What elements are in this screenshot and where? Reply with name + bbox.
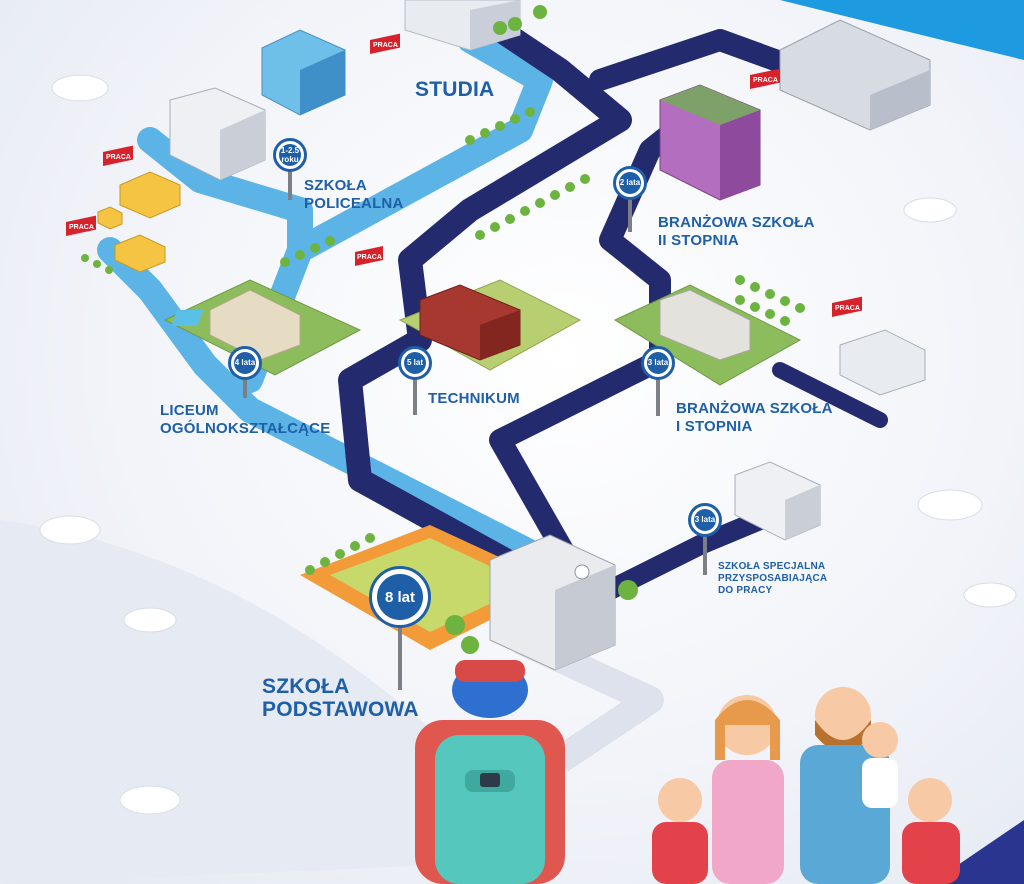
praca-signs: PRACA PRACA PRACA PRACA PRACA PRACA	[66, 33, 862, 317]
sign-branzowa-2: 2 lata	[613, 166, 647, 200]
building-liceum	[163, 279, 362, 376]
svg-text:PRACA: PRACA	[106, 154, 131, 161]
svg-text:PRACA: PRACA	[835, 305, 860, 312]
praca-sign: PRACA	[66, 215, 96, 236]
cloud-icons	[39, 74, 1017, 815]
svg-text:PRACA: PRACA	[373, 42, 398, 49]
child-figure	[415, 660, 565, 884]
tree-icons	[81, 5, 805, 654]
praca-sign: PRACA	[103, 145, 133, 166]
path-dark-technikum	[338, 18, 632, 602]
label-szkola-policealna: SZKOŁA POLICEALNA	[304, 177, 404, 212]
sign-technikum: 5 lat	[398, 346, 432, 380]
building-branzowa-1	[613, 284, 802, 386]
sports-field-inner	[330, 538, 530, 632]
label-szkola-specjalna: SZKOŁA SPECJALNA PRZYSPOSABIAJĄCA DO PRA…	[718, 561, 828, 596]
cloud-icon	[123, 607, 177, 633]
praca-sign: PRACA	[750, 68, 780, 89]
cloud-icon	[51, 74, 109, 102]
sign-liceum: 4 lata	[228, 346, 262, 380]
label-branzowa-2: BRANŻOWA SZKOŁA II STOPNIA	[658, 214, 815, 249]
label-liceum: LICEUM OGÓLNOKSZTAŁCĄCE	[160, 402, 331, 437]
label-szkola-podstawowa: SZKOŁA PODSTAWOWA	[262, 675, 419, 721]
building-technikum	[398, 279, 582, 371]
backpack-icon	[435, 735, 545, 884]
building-workshop	[839, 329, 926, 396]
corner-band-top	[780, 0, 1024, 60]
sign-poles	[243, 170, 707, 690]
building-warehouse	[779, 19, 931, 131]
building-office	[261, 29, 346, 116]
building-branzowa-2	[659, 84, 761, 201]
path-dark-work	[772, 362, 888, 428]
praca-sign: PRACA	[832, 296, 862, 317]
sign-policealna: 1-2.5 roku	[273, 138, 307, 172]
label-technikum: TECHNIKUM	[428, 390, 520, 407]
shop-buildings	[97, 171, 181, 273]
sign-specjalna: 3 lata	[688, 503, 722, 537]
sign-branzowa-1: 3 lata	[641, 346, 675, 380]
cloud-icon	[917, 489, 983, 521]
building-specjalna	[734, 461, 821, 541]
svg-text:PRACA: PRACA	[357, 254, 382, 261]
family-figures	[652, 687, 960, 884]
cloud-icon	[963, 582, 1017, 608]
label-branzowa-1: BRANŻOWA SZKOŁA I STOPNIA	[676, 400, 833, 435]
building-podstawowa	[489, 534, 616, 671]
cloud-icon	[39, 515, 101, 545]
building-policealna	[169, 87, 266, 181]
label-studia: STUDIA	[415, 78, 495, 101]
path-dark-specjalna	[590, 510, 770, 605]
cloud-icon	[903, 197, 957, 223]
cloud-icon	[119, 785, 181, 815]
praca-sign: PRACA	[370, 33, 400, 54]
praca-sign: PRACA	[355, 246, 383, 266]
svg-text:PRACA: PRACA	[753, 77, 778, 84]
sign-podstawowa: 8 lat	[369, 566, 431, 628]
svg-text:PRACA: PRACA	[69, 224, 94, 231]
